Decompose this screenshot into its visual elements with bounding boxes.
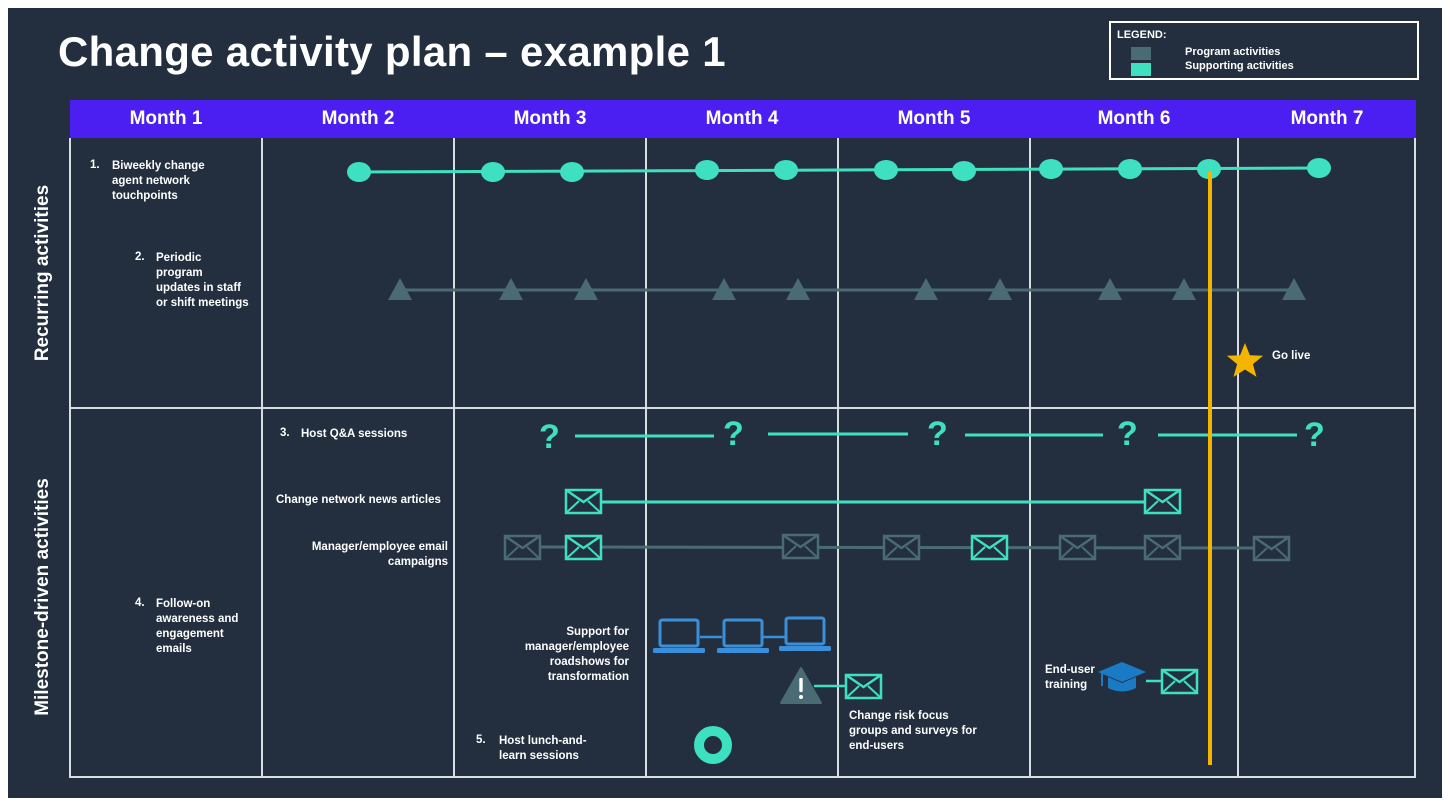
- go-live-label: Go live: [1272, 350, 1311, 362]
- grid-line-month-2: [261, 138, 263, 778]
- legend-program-label: Program activities: [1185, 46, 1281, 58]
- update-marker: [988, 278, 1012, 300]
- touchpoint-marker: [952, 161, 976, 181]
- grid-bottom-border: [69, 776, 1416, 778]
- touchpoints-row: [347, 158, 1331, 182]
- qa-line: [575, 432, 1297, 438]
- activity-4-number: 4.: [135, 597, 145, 609]
- touchpoint-marker: [1197, 159, 1221, 179]
- touchpoint-marker: [1039, 159, 1063, 179]
- touchpoint-marker: [347, 162, 371, 182]
- training-label: End-user training: [1045, 664, 1095, 691]
- question-icon: ?: [1304, 416, 1325, 454]
- grid-line-month-7: [1237, 138, 1239, 778]
- envelope-icon: [1252, 535, 1291, 562]
- legend-box: LEGEND: Program activities Supporting ac…: [1109, 21, 1419, 80]
- grid-left-border: [69, 138, 71, 778]
- month-2-header: Month 2: [321, 108, 395, 129]
- activity-3-number: 3.: [280, 427, 290, 439]
- activity-2-label: Periodic program updates in staff or shi…: [156, 252, 249, 309]
- envelope-icon: [1143, 488, 1182, 515]
- touchpoint-marker: [1118, 159, 1142, 179]
- grid-line-month-3: [453, 138, 455, 778]
- update-marker: [499, 278, 523, 300]
- update-marker: [1098, 278, 1122, 300]
- update-marker: [574, 278, 598, 300]
- envelope-icon: [970, 534, 1009, 561]
- month-5-header: Month 5: [897, 108, 971, 129]
- envelope-icon: [564, 534, 603, 561]
- legend-supporting-label: Supporting activities: [1185, 60, 1294, 72]
- update-marker: [712, 278, 736, 300]
- risk-focus-label: Change risk focus groups and surveys for…: [849, 710, 977, 752]
- section-divider: [69, 407, 1416, 409]
- month-6-header: Month 6: [1097, 108, 1171, 129]
- question-icon: ?: [1117, 415, 1138, 453]
- activity-3-label: Host Q&A sessions: [301, 428, 408, 440]
- news-articles-label: Change network news articles: [276, 494, 441, 506]
- month-4-header: Month 4: [705, 108, 779, 129]
- question-icon: ?: [927, 415, 948, 453]
- activity-5-label: Host lunch-and- learn sessions: [499, 735, 587, 762]
- star-icon: [1226, 343, 1264, 377]
- warning-icon: [780, 667, 822, 704]
- email-campaigns-label: Manager/employee email campaigns: [311, 541, 448, 568]
- month-7-header: Month 7: [1290, 108, 1364, 129]
- touchpoint-marker: [1307, 158, 1331, 178]
- legend-title: LEGEND:: [1117, 29, 1167, 41]
- update-marker: [914, 278, 938, 300]
- touchpoints-line: [358, 166, 1320, 174]
- envelope-icon: [781, 533, 820, 560]
- touchpoint-marker: [874, 160, 898, 180]
- envelope-icon: [1058, 534, 1097, 561]
- envelope-icon: [503, 534, 542, 561]
- grid-line-month-5: [837, 138, 839, 778]
- month-1-header: Month 1: [129, 108, 203, 129]
- envelope-icon: [882, 534, 921, 561]
- update-marker: [1172, 278, 1196, 300]
- update-marker: [786, 278, 810, 300]
- laptop-icon: [653, 618, 705, 653]
- envelope-icon: [1143, 534, 1182, 561]
- touchpoint-marker: [695, 160, 719, 180]
- activity-2-number: 2.: [135, 251, 145, 263]
- activity-1-number: 1.: [90, 159, 100, 171]
- month-header-band: [70, 100, 1416, 138]
- month-3-header: Month 3: [513, 108, 587, 129]
- activity-5-number: 5.: [476, 734, 486, 746]
- touchpoint-marker: [481, 162, 505, 182]
- envelope-icon: [564, 488, 603, 515]
- touchpoint-marker: [774, 160, 798, 180]
- envelope-icon: [1160, 668, 1199, 695]
- update-marker: [1282, 278, 1306, 300]
- activity-4-label: Follow-on awareness and engagement email…: [156, 598, 239, 655]
- grid-right-border: [1414, 138, 1416, 778]
- grid-line-month-6: [1029, 138, 1031, 778]
- graduation-cap-icon: [1098, 662, 1146, 692]
- page-title: Change activity plan – example 1: [58, 28, 726, 75]
- laptop-icon: [779, 616, 831, 651]
- updates-row: [388, 278, 1306, 300]
- slide-background: [8, 8, 1442, 798]
- question-icon: ?: [723, 415, 744, 453]
- question-icon: ?: [539, 418, 560, 456]
- legend-supporting-swatch: [1131, 63, 1151, 76]
- legend-program-swatch: [1131, 47, 1151, 60]
- lunch-ring-icon: [694, 726, 732, 764]
- grid-line-month-4: [645, 138, 647, 778]
- touchpoint-marker: [560, 162, 584, 182]
- laptop-icon: [717, 618, 769, 653]
- update-marker: [388, 278, 412, 300]
- roadshows-label: Support for manager/employee roadshows f…: [524, 626, 629, 683]
- activity-1-label: Biweekly change agent network touchpoint…: [112, 160, 205, 202]
- envelope-icon: [844, 673, 883, 700]
